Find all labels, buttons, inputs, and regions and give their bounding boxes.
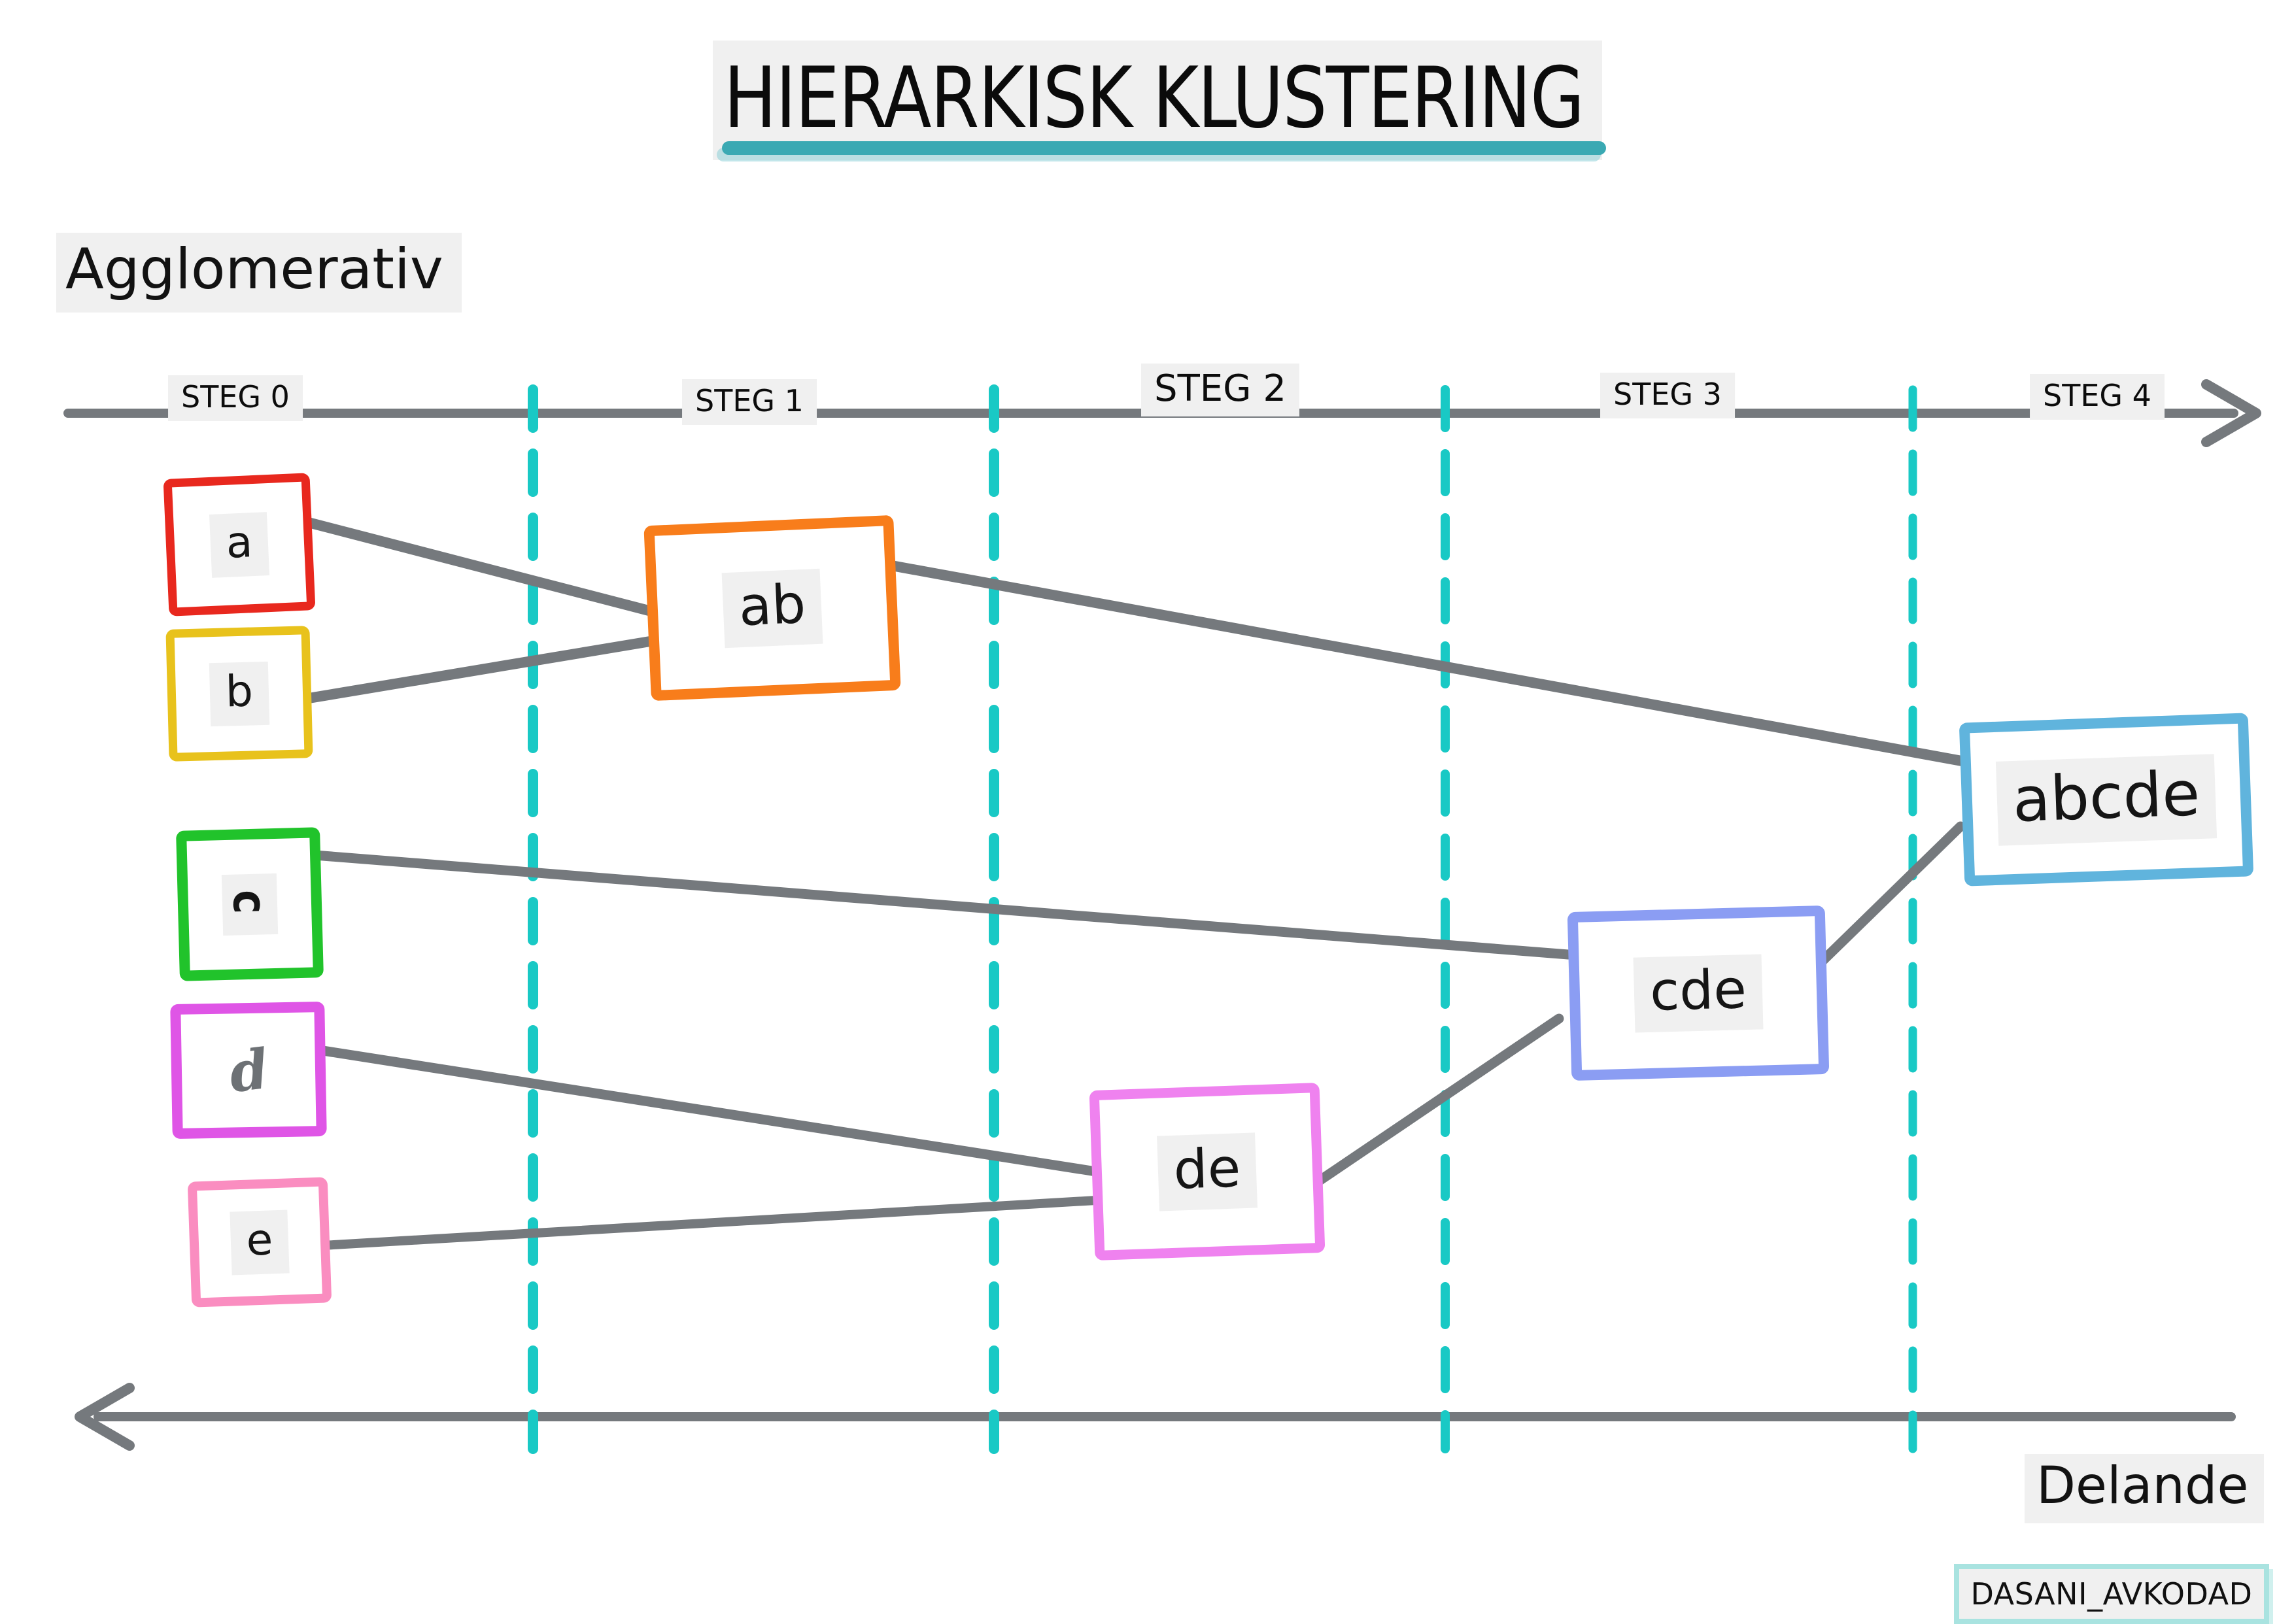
title-underline: [722, 141, 1606, 155]
node-label-de: de: [1156, 1132, 1258, 1211]
cluster-node-cde: cde: [1567, 905, 1830, 1081]
node-label-a: a: [209, 511, 270, 578]
divisive-label: Delande: [2025, 1454, 2265, 1523]
watermark-box: DASANI_AVKODAD: [1954, 1564, 2269, 1624]
node-label-d: d: [225, 1036, 272, 1105]
page-title-wrap: HIERARKISK KLUSTERING: [713, 41, 1603, 160]
edge-d-de: [297, 1042, 1101, 1177]
cluster-node-c: c: [176, 827, 324, 981]
axis-step-label-2: STEG 2: [1141, 364, 1299, 416]
axis-step-label-1: STEG 1: [682, 379, 817, 425]
agglomerative-label: Agglomerativ: [56, 233, 462, 313]
cluster-node-d: d: [170, 1001, 327, 1140]
node-label-b: b: [209, 661, 270, 726]
page-title: HIERARKISK KLUSTERING: [713, 41, 1603, 160]
edge-a-ab: [290, 514, 657, 617]
watermark-text: DASANI_AVKODAD: [1970, 1576, 2253, 1612]
axis-step-label-0: STEG 0: [168, 375, 303, 421]
timeline-axis-top-arrowhead: [2201, 379, 2261, 447]
edge-c-cde: [293, 849, 1573, 960]
node-label-c: c: [222, 888, 278, 915]
edge-cde-abcde: [1797, 821, 1966, 986]
axis-step-label-3: STEG 3: [1600, 373, 1735, 418]
cluster-node-ab: ab: [643, 515, 901, 702]
node-label-e: e: [230, 1209, 290, 1276]
cluster-node-e: e: [187, 1177, 332, 1308]
axis-step-label-4: STEG 4: [2030, 374, 2165, 420]
cluster-node-de: de: [1089, 1082, 1326, 1261]
edge-e-de: [307, 1196, 1101, 1251]
edge-b-ab: [296, 635, 659, 705]
edge-de-cde: [1299, 1013, 1564, 1196]
cluster-node-abcde: abcde: [1959, 713, 2254, 887]
node-label-ab: ab: [721, 568, 823, 648]
divisive-label-wrap: Delande: [2025, 1454, 2265, 1523]
cluster-node-a: a: [163, 473, 316, 617]
agglomerative-label-wrap: Agglomerativ: [56, 233, 462, 313]
cluster-node-b: b: [165, 626, 313, 762]
edge-ab-abcde: [868, 557, 1967, 766]
node-label-abcde: abcde: [1995, 753, 2217, 846]
timeline-axis-bottom-arrowhead: [75, 1383, 135, 1451]
node-label-cde: cde: [1633, 953, 1764, 1033]
